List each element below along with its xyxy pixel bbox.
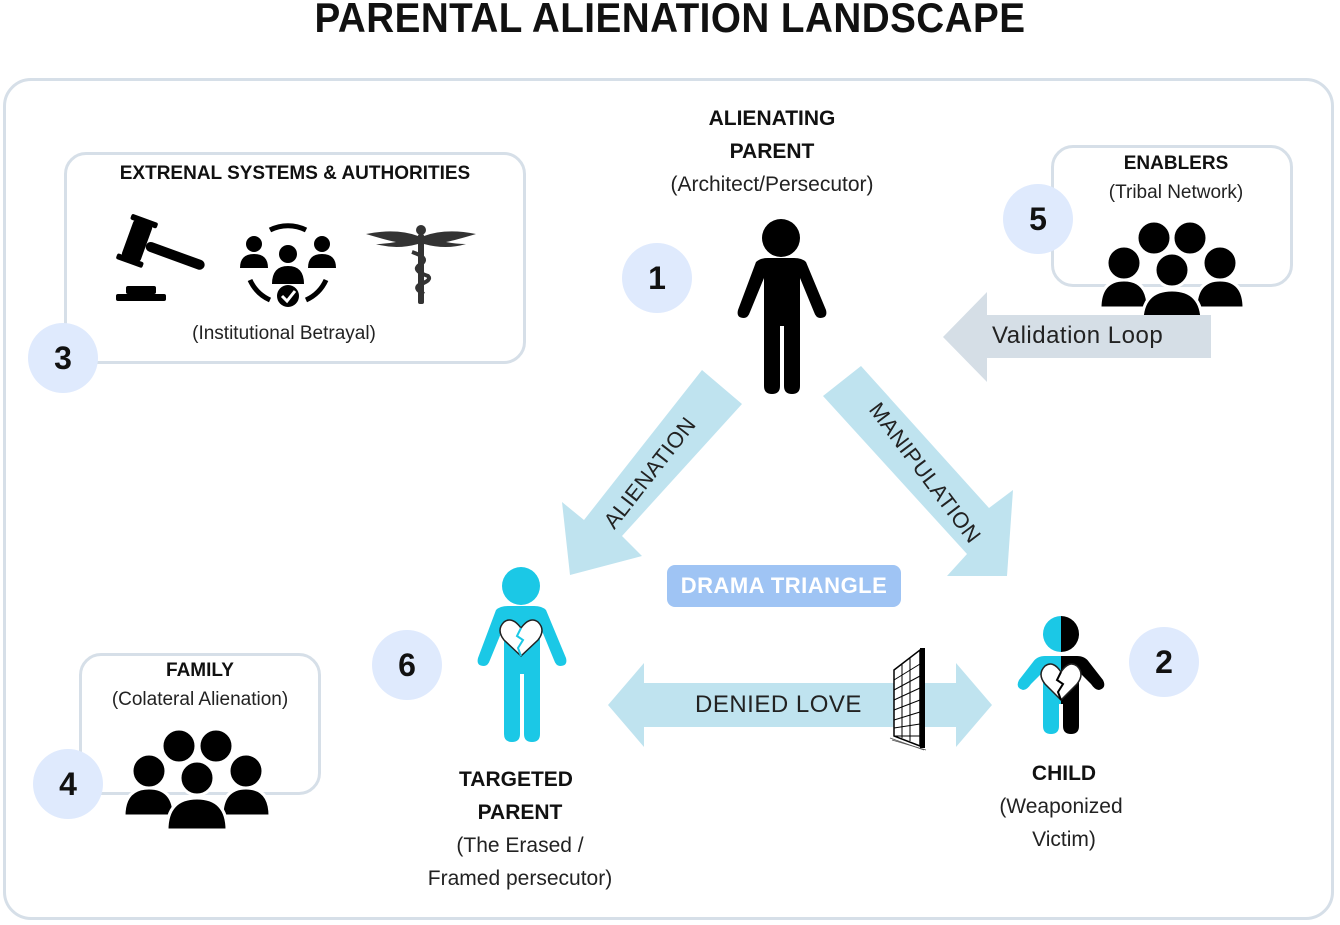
targeted-parent-subtitle-2: Framed persecutor): [427, 867, 613, 890]
badge-4: 4: [33, 749, 103, 819]
badge-5: 5: [1003, 184, 1073, 254]
gavel-icon: [110, 214, 210, 302]
validation-loop-label: Validation Loop: [992, 322, 1164, 349]
targeted-parent-subtitle-1: (The Erased /: [456, 834, 584, 857]
brick-wall-icon: [889, 646, 930, 751]
family-title: FAMILY: [166, 660, 234, 681]
alienating-parent-subtitle: (Architect/Persecutor): [670, 173, 874, 196]
badge-3: 3: [28, 323, 98, 393]
enablers-title: ENABLERS: [1123, 153, 1229, 174]
caduceus-icon: [366, 222, 476, 306]
manipulation-arrow: [823, 366, 1013, 576]
diagram-frame: [3, 78, 1334, 920]
alienating-parent-title-2: PARENT: [729, 140, 815, 163]
validation-loop-arrow: [943, 292, 1211, 382]
external-systems-title: EXTRENAL SYSTEMS & AUTHORITIES: [119, 163, 471, 184]
family-group-icon: [122, 726, 272, 832]
child-subtitle-1: (Weaponized: [999, 795, 1123, 818]
enablers-subtitle: (Tribal Network): [1108, 182, 1244, 203]
drama-triangle-label: DRAMA TRIANGLE: [667, 565, 901, 607]
family-subtitle: (Colateral Alienation): [111, 689, 289, 710]
child-title: CHILD: [1031, 762, 1097, 785]
enablers-group-icon: [1098, 218, 1246, 324]
social-services-icon: [240, 222, 336, 308]
external-systems-subtitle: (Institutional Betrayal): [192, 323, 376, 344]
badge-6: 6: [372, 630, 442, 700]
badge-1: 1: [622, 243, 692, 313]
page-title: PARENTAL ALIENATION LANDSCAPE: [314, 0, 1026, 41]
targeted-parent-person-icon: [474, 566, 568, 742]
denied-love-label: DENIED LOVE: [695, 691, 862, 718]
alienating-parent-title-1: ALIENATING: [708, 107, 836, 130]
child-subtitle-2: Victim): [1032, 828, 1096, 851]
alienation-arrow: [562, 370, 742, 575]
targeted-parent-title-2: PARENT: [477, 801, 563, 824]
alienating-parent-person-icon: [736, 218, 828, 394]
badge-2: 2: [1129, 627, 1199, 697]
targeted-parent-title-1: TARGETED: [459, 768, 573, 791]
child-icon: [1017, 614, 1107, 734]
